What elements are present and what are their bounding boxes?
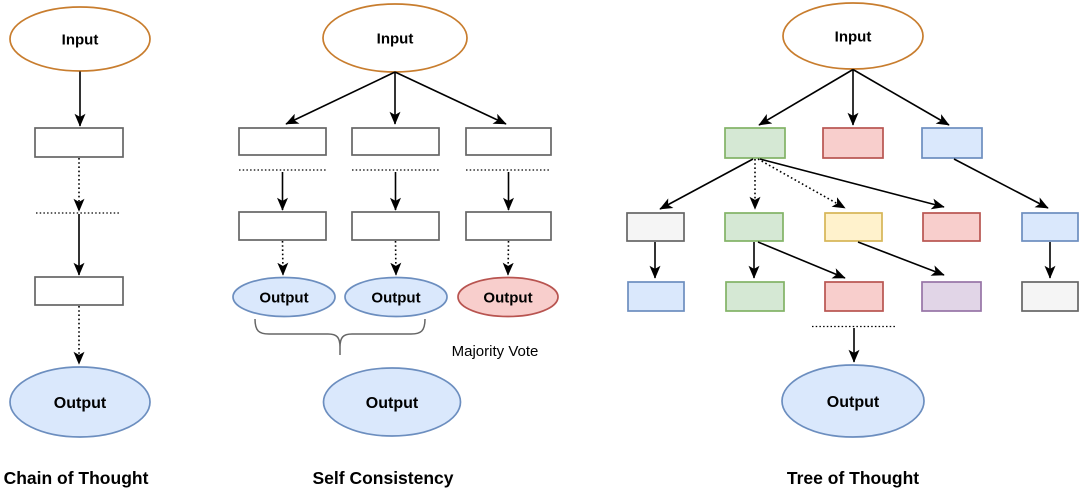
sc-arrow-input-to-branch1 xyxy=(285,71,396,125)
sc-branch3-step2-node xyxy=(465,211,552,241)
tot-arrow-l1blue-to-l2blue xyxy=(953,158,1049,209)
sc-branch1-output-label: Output xyxy=(259,290,308,307)
cot-step1-node xyxy=(34,127,124,158)
tot-l1-green-node xyxy=(724,127,786,159)
tot-l2-red-node xyxy=(922,212,981,242)
cot-output-label: Output xyxy=(54,395,107,412)
tot-l2-gray-node xyxy=(626,212,685,242)
tot-arrow-l1green-to-l2gray xyxy=(659,158,754,210)
tot-output-node xyxy=(781,364,925,438)
tot-input-label: Input xyxy=(835,29,872,46)
cot-input-label: Input xyxy=(62,32,99,49)
sc-branch3-output-node xyxy=(457,276,559,318)
tot-arrow-input-to-l1-green xyxy=(758,68,854,126)
tot-l3-blue-node xyxy=(627,281,685,312)
tot-arrow-l1green-to-l2red xyxy=(759,158,945,210)
sc-title: Self Consistency xyxy=(312,468,453,488)
sc-final-output-node xyxy=(322,367,462,437)
sc-final-output-label: Output xyxy=(366,395,419,412)
self-consistency-diagram: Input Output Output Output Majority Vote… xyxy=(232,3,559,488)
sc-branch1-step2-node xyxy=(238,211,327,241)
sc-dotted-arrow-branch3-to-output xyxy=(502,240,514,276)
cot-output-node xyxy=(9,366,151,438)
tot-arrow-l2green-to-l3red xyxy=(757,241,846,279)
sc-input-label: Input xyxy=(377,31,414,48)
tot-arrow-l2yellow-to-l3purple xyxy=(857,241,945,276)
tot-l1-red-node xyxy=(822,127,884,159)
tot-title: Tree of Thought xyxy=(787,468,919,488)
sc-branch1-output-node xyxy=(232,276,336,318)
cot-title: Chain of Thought xyxy=(4,468,149,488)
tot-l2-yellow-node xyxy=(824,212,883,242)
sc-branch2-output-label: Output xyxy=(371,290,420,307)
sc-majority-vote-label: Majority Vote xyxy=(452,343,539,360)
tot-output-label: Output xyxy=(827,394,880,411)
sc-dotted-arrow-branch2-to-output xyxy=(390,240,402,276)
tot-l3-red-node xyxy=(824,281,884,312)
sc-dotted-arrow-branch1-to-output xyxy=(277,240,289,276)
tot-arrow-input-to-l1-blue xyxy=(852,68,950,126)
chain-of-thought-diagram: Input Output Chain of Thought xyxy=(4,6,151,488)
tot-l3-gray-node xyxy=(1021,281,1079,312)
tot-l2-blue-node xyxy=(1021,212,1079,242)
sc-branch2-output-node xyxy=(344,276,448,318)
tot-l3-purple-node xyxy=(921,281,982,312)
sc-majority-brace xyxy=(254,318,426,355)
tot-l2-green-node xyxy=(724,212,784,242)
tree-of-thought-diagram: Input Output Tree of Thought xyxy=(626,2,1079,488)
cot-step2-node xyxy=(34,276,124,306)
tot-l3-green-node xyxy=(725,281,785,312)
sc-branch2-step1-node xyxy=(351,127,440,156)
sc-branch2-step2-node xyxy=(351,211,440,241)
sc-branch1-step1-node xyxy=(238,127,327,156)
sc-branch3-output-label: Output xyxy=(483,290,532,307)
tot-dotted-arrow-l1green-to-l2yellow xyxy=(757,158,846,209)
sc-branch3-step1-node xyxy=(465,127,552,156)
tot-l1-blue-node xyxy=(921,127,983,159)
sc-arrow-input-to-branch3 xyxy=(394,71,507,125)
cot-input-node xyxy=(9,6,151,72)
tot-input-node xyxy=(782,2,924,70)
